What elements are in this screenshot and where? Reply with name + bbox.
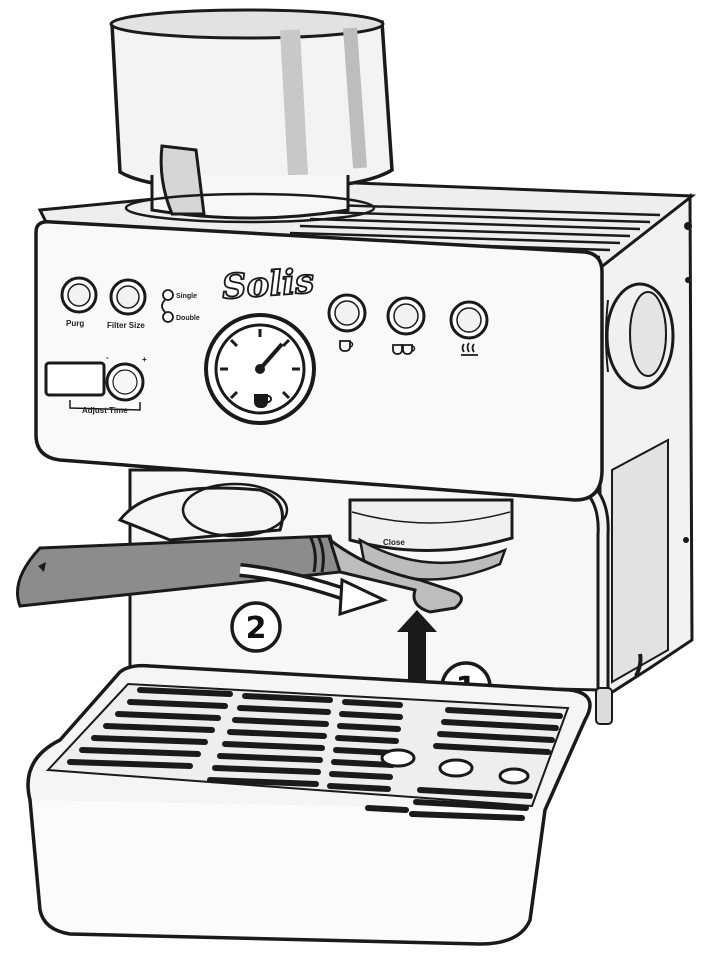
- close-label: Close: [383, 538, 405, 547]
- double-cup-button[interactable]: [386, 296, 426, 336]
- portafilter[interactable]: [16, 482, 463, 614]
- step-2-badge: 2: [230, 601, 282, 653]
- purge-button[interactable]: [60, 276, 98, 314]
- step-2-number: 2: [246, 611, 267, 646]
- steam-button[interactable]: [449, 300, 489, 340]
- single-label: Single: [176, 293, 197, 300]
- single-cup-icon: [339, 340, 354, 352]
- filter-size-label: Filter Size: [107, 321, 145, 330]
- steam-icon: [461, 342, 478, 356]
- drip-tray[interactable]: [26, 663, 592, 946]
- control-panel: Solis Purg Filter Size Single Double - +…: [34, 219, 604, 502]
- drip-tray-holes: [365, 748, 530, 813]
- single-cup-button[interactable]: [327, 293, 367, 333]
- time-display: [44, 361, 106, 397]
- drip-tray-grate-slots: [67, 687, 563, 821]
- brand-logo: Solis: [221, 261, 316, 307]
- gauge-coffee-cup-icon: [254, 394, 272, 408]
- group-head: Close: [348, 498, 514, 581]
- hopper-lock-tab[interactable]: [159, 144, 206, 216]
- adjust-time-label: Adjust Time: [82, 406, 128, 415]
- curved-arrow-right-icon: [239, 563, 389, 617]
- filter-size-indicator-leds: [161, 289, 174, 323]
- adjust-time-dial[interactable]: [105, 362, 145, 402]
- double-label: Double: [176, 315, 200, 322]
- adjust-time-bracket: [69, 400, 141, 411]
- purge-label: Purg: [66, 319, 84, 328]
- steam-knob[interactable]: [605, 282, 675, 390]
- double-cup-icon: [392, 344, 416, 355]
- pressure-gauge: [204, 313, 316, 425]
- gauge-needle: [258, 342, 284, 371]
- dial-minus-icon: -: [106, 353, 109, 362]
- bean-hopper: [109, 8, 394, 224]
- dial-plus-icon: +: [142, 355, 147, 364]
- arrow-up-icon: [397, 610, 437, 720]
- machine-side-panel: [596, 192, 694, 703]
- filter-size-button[interactable]: [109, 278, 147, 316]
